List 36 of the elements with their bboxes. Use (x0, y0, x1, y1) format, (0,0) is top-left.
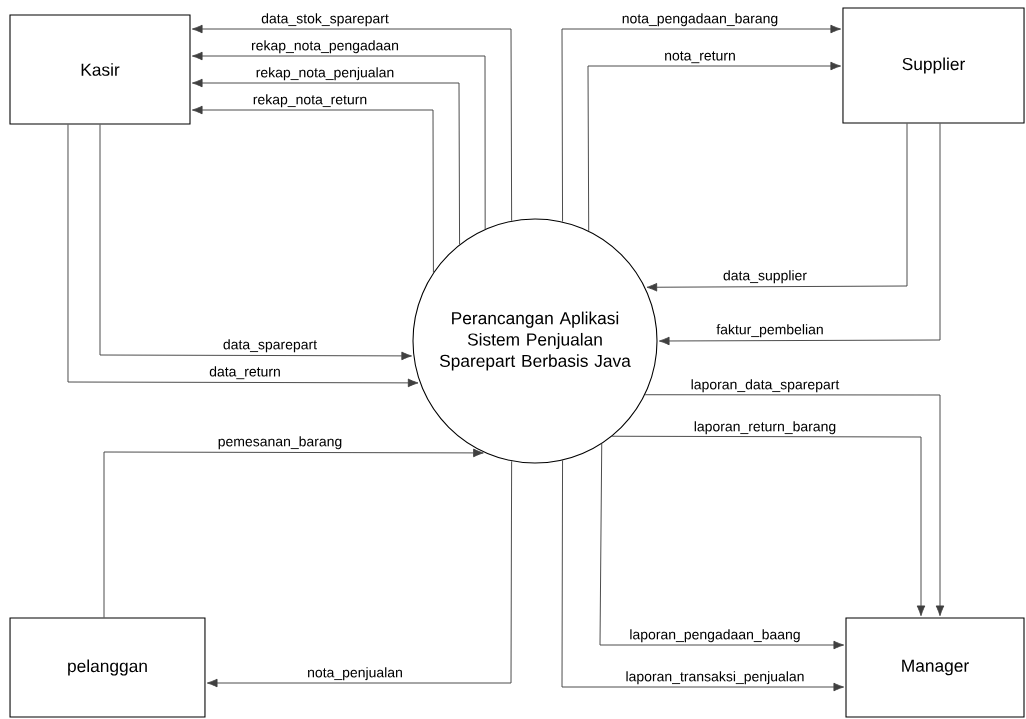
edge-label: laporan_transaksi_penjualan (624, 670, 806, 686)
edge-label: rekap_nota_penjualan (254, 66, 396, 82)
edge-label: nota_pengadaan_barang (620, 12, 780, 28)
arrow (561, 24, 842, 223)
arrow (191, 51, 486, 230)
edge-label: faktur_pembelian (715, 323, 825, 339)
edge-label: laporan_data_sparepart (689, 378, 841, 394)
entity-box: Supplier (842, 7, 1025, 124)
edge-label: data_supplier (721, 269, 809, 285)
arrow (611, 435, 926, 617)
edge-label: data_sparepart (221, 338, 319, 354)
arrow (191, 105, 434, 273)
edge-label: rekap_nota_return (251, 93, 369, 109)
entity-box: pelanggan (9, 617, 206, 718)
edge-label: nota_penjualan (306, 666, 404, 682)
arrow (191, 24, 513, 222)
arrow (206, 460, 513, 688)
entity-box: Manager (845, 617, 1025, 718)
arrow (561, 459, 845, 692)
arrow (599, 443, 845, 650)
arrow (103, 448, 484, 618)
arrow (644, 394, 945, 617)
edge-label: data_stok_sparepart (260, 12, 390, 28)
arrow (587, 61, 842, 232)
entity-box: Kasir (9, 14, 191, 125)
edge-label: pemesanan_barang (216, 435, 344, 451)
edge-label: laporan_pengadaan_baang (628, 628, 802, 644)
arrow (67, 124, 419, 388)
arrow (646, 123, 908, 292)
arrow (99, 124, 412, 361)
arrow (658, 123, 941, 346)
edge-label: rekap_nota_pengadaan (250, 39, 401, 55)
arrow (191, 78, 461, 245)
edge-label: nota_return (663, 50, 737, 65)
edge-label: data_return (208, 365, 282, 381)
edge-label: laporan_return_barang (692, 420, 838, 436)
